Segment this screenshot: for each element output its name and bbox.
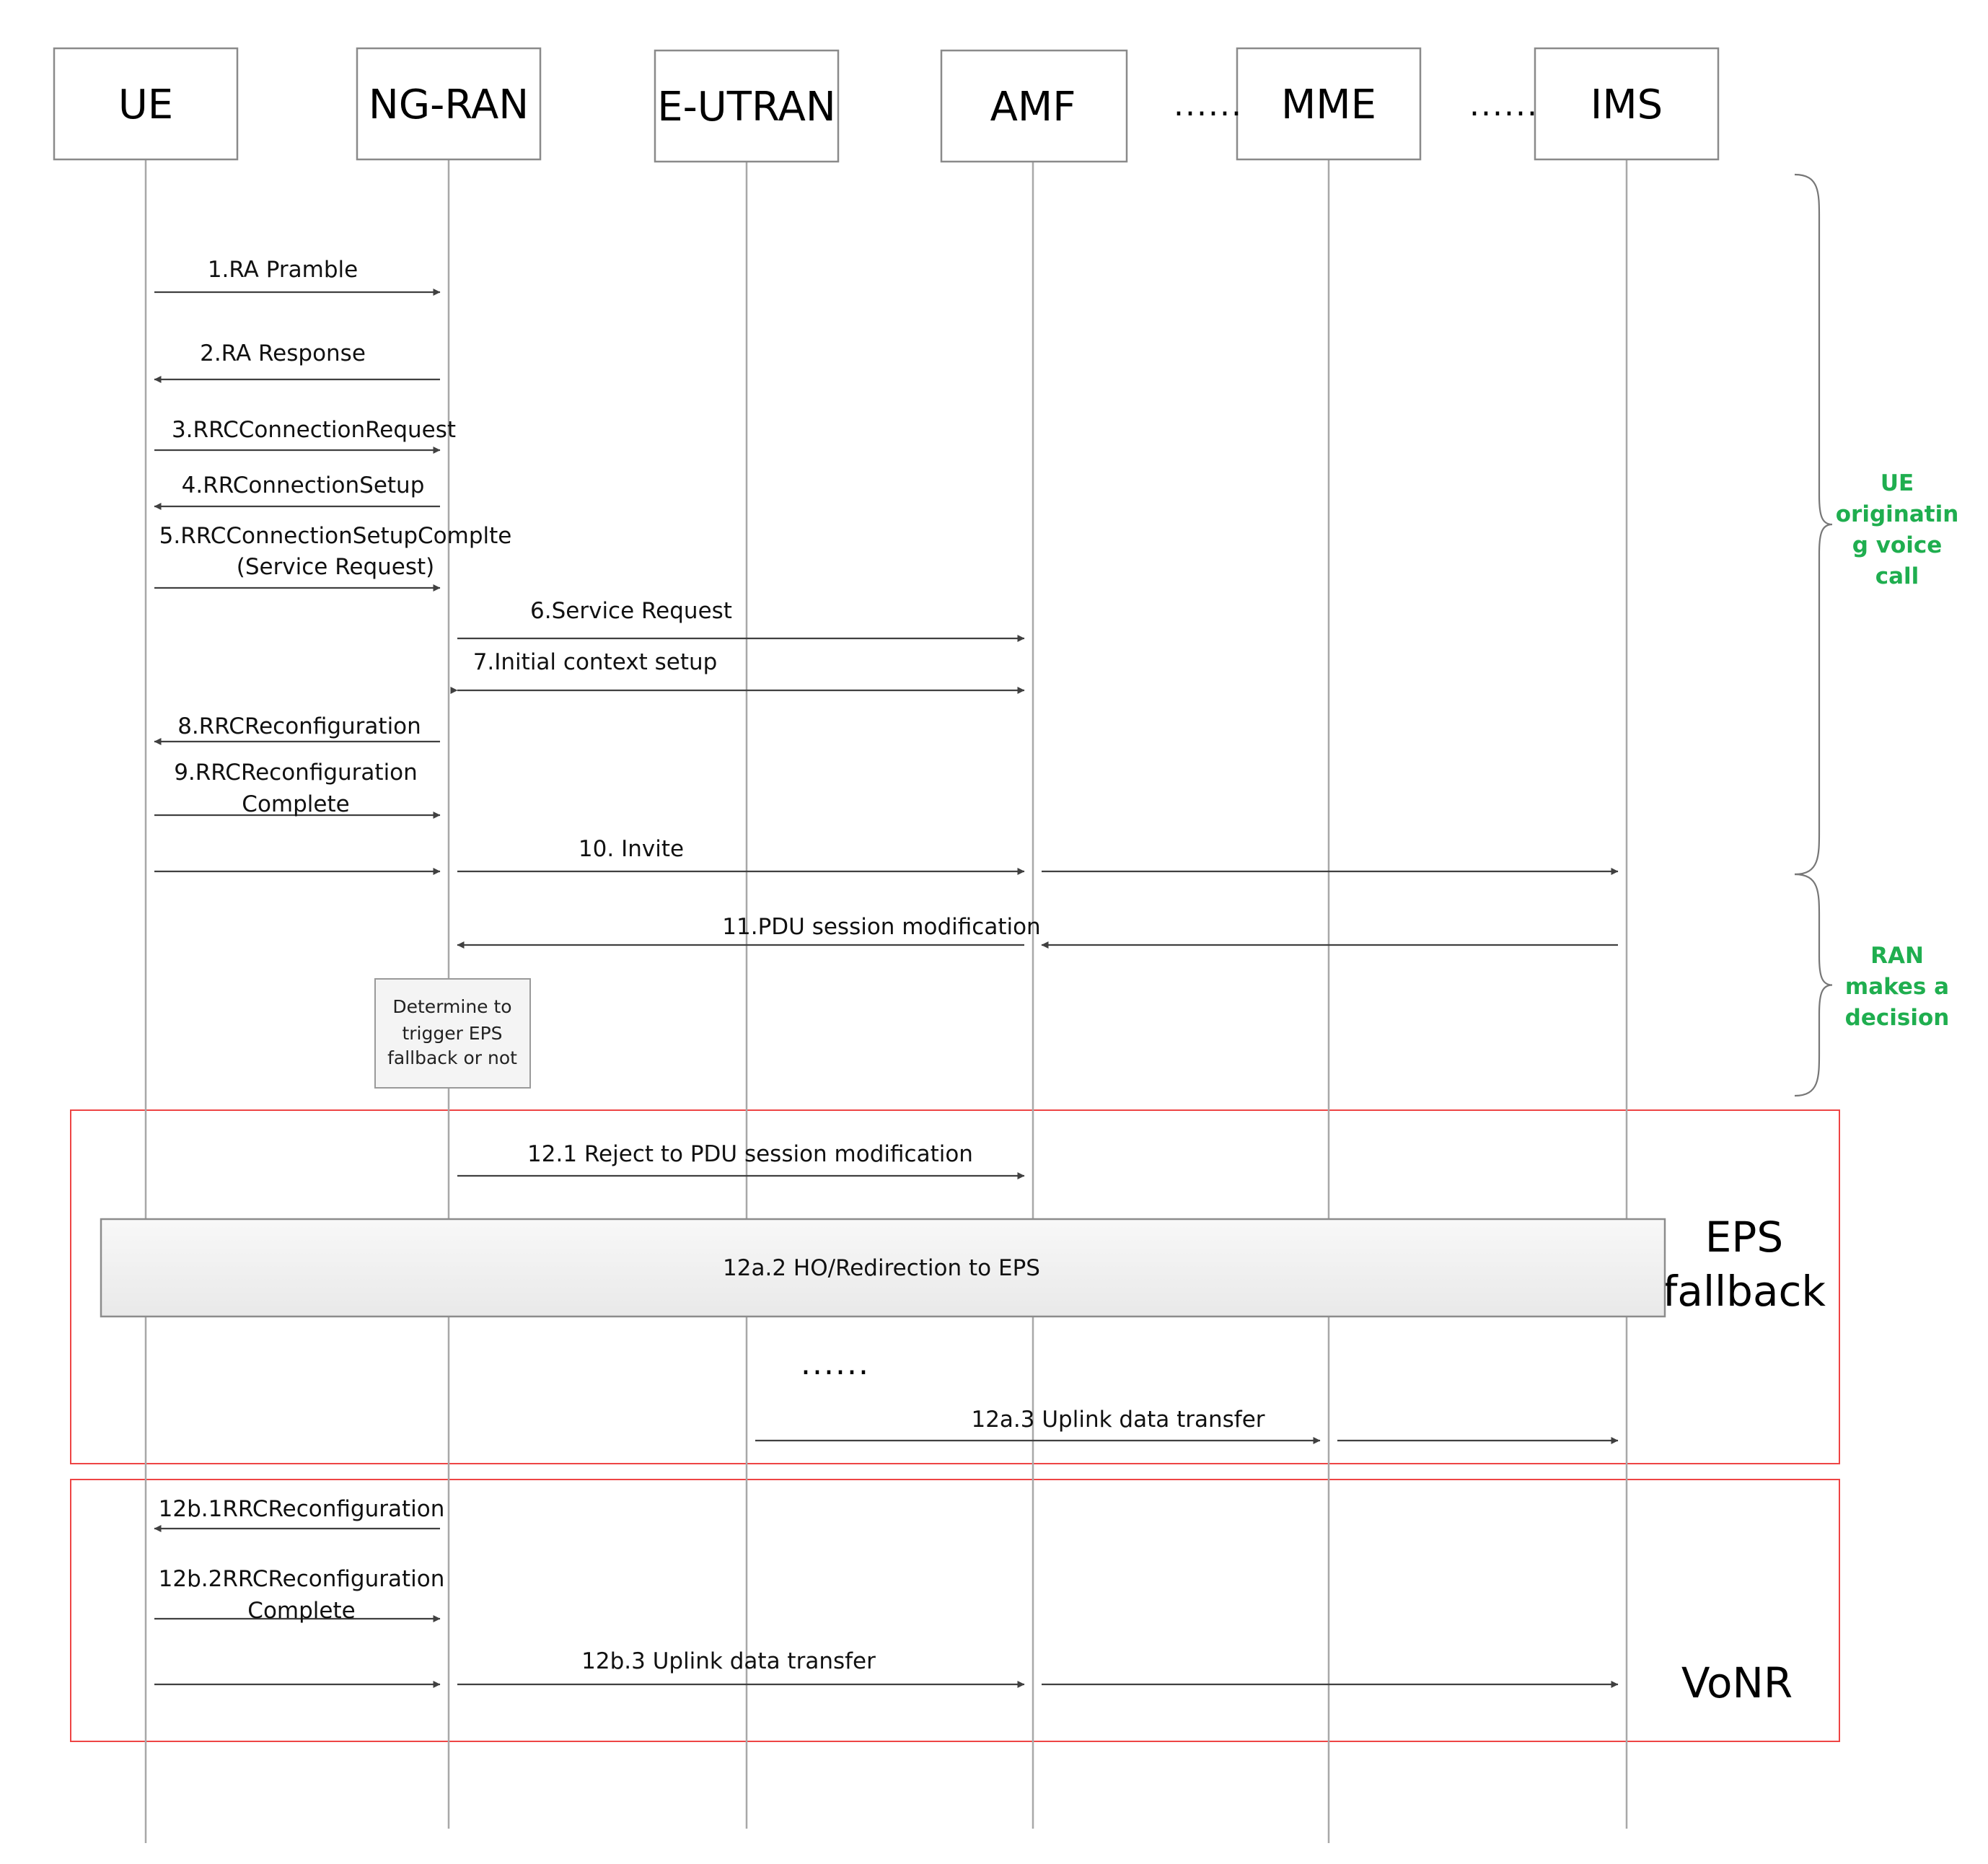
actor-label-amf: AMF bbox=[990, 84, 1076, 131]
vonr-frame bbox=[70, 1479, 1840, 1742]
actor-label-ue: UE bbox=[118, 82, 173, 128]
decision-note bbox=[374, 978, 531, 1089]
m2-label: 2.RA Response bbox=[200, 340, 366, 366]
actor-label-ngran: NG-RAN bbox=[369, 82, 529, 128]
m7-label: 7.Initial context setup bbox=[473, 649, 718, 675]
ho-redirection-band bbox=[100, 1218, 1666, 1318]
ho-redirection-label: 12a.2 HO/Redirection to EPS bbox=[723, 1255, 1040, 1281]
m12a_3-label: 12a.3 Uplink data transfer bbox=[971, 1407, 1265, 1433]
continuation-dots: ...... bbox=[801, 1345, 870, 1382]
actor-gap-dots: ...... bbox=[1469, 87, 1539, 123]
m12b_2-label: Complete bbox=[247, 1598, 355, 1624]
m4-label: 4.RRConnectionSetup bbox=[182, 472, 425, 498]
phase2-label: decision bbox=[1845, 1005, 1950, 1031]
actor-box-ims bbox=[1534, 47, 1720, 161]
actor-label-ims: IMS bbox=[1591, 82, 1663, 128]
m8-label: 8.RRCReconfiguration bbox=[177, 713, 421, 739]
eps-frame-label: fallback bbox=[1663, 1267, 1826, 1316]
actor-gap-dots: ...... bbox=[1174, 87, 1243, 123]
phase1-label: g voice bbox=[1852, 532, 1943, 558]
actor-label-eutran: E-UTRAN bbox=[657, 84, 836, 131]
m12_1-label: 12.1 Reject to PDU session modification bbox=[527, 1141, 973, 1167]
phase1-brace bbox=[1794, 173, 1833, 876]
m12b_2-label: 12b.2RRCReconfiguration bbox=[159, 1566, 445, 1592]
phase2-brace bbox=[1794, 873, 1833, 1097]
decision-note-text: fallback or not bbox=[387, 1047, 517, 1068]
actors-layer: UE NG-RAN E-UTRAN AMF MME IMS............ bbox=[53, 47, 1720, 163]
actor-label-mme: MME bbox=[1281, 82, 1376, 128]
m11-label: 11.PDU session modification bbox=[722, 914, 1040, 940]
messages-layer: Determine to trigger EPS fallback or not 1.… bbox=[154, 257, 1619, 1688]
m12b_3-label: 12b.3 Uplink data transfer bbox=[581, 1648, 876, 1674]
eps-frame-label: EPS bbox=[1705, 1213, 1783, 1262]
band-layer: 12a.2 HO/Redirection to EPS...... bbox=[100, 1218, 1666, 1382]
m5-label: (Service Request) bbox=[237, 554, 435, 580]
phase1-label: UE bbox=[1881, 470, 1914, 496]
actor-box-eutran bbox=[654, 49, 840, 163]
vonr-frame-label: VoNR bbox=[1681, 1658, 1793, 1707]
actor-box-ngran bbox=[356, 47, 542, 161]
m9-label: Complete bbox=[242, 791, 349, 817]
actor-box-mme bbox=[1236, 47, 1422, 161]
m9-label: 9.RRCReconfiguration bbox=[174, 760, 418, 786]
actor-box-ue bbox=[53, 47, 239, 161]
m5-label: 5.RRCConnectionSetupComplte bbox=[159, 523, 512, 549]
m6-label: 6.Service Request bbox=[530, 598, 732, 624]
m12b_1-label: 12b.1RRCReconfiguration bbox=[159, 1496, 445, 1522]
phase1-label: originatin bbox=[1836, 501, 1959, 527]
decision-note-text: trigger EPS bbox=[402, 1023, 502, 1044]
phase2-label: RAN bbox=[1870, 943, 1924, 969]
m3-label: 3.RRCConnectionRequest bbox=[172, 417, 456, 443]
actor-box-amf bbox=[940, 49, 1128, 163]
phase2-label: makes a bbox=[1845, 974, 1949, 1000]
m10-label: 10. Invite bbox=[579, 836, 684, 862]
eps-frame bbox=[70, 1109, 1840, 1464]
decision-note-text: Determine to bbox=[392, 996, 511, 1017]
m1-label: 1.RA Pramble bbox=[208, 257, 358, 283]
phase1-label: call bbox=[1875, 563, 1919, 589]
